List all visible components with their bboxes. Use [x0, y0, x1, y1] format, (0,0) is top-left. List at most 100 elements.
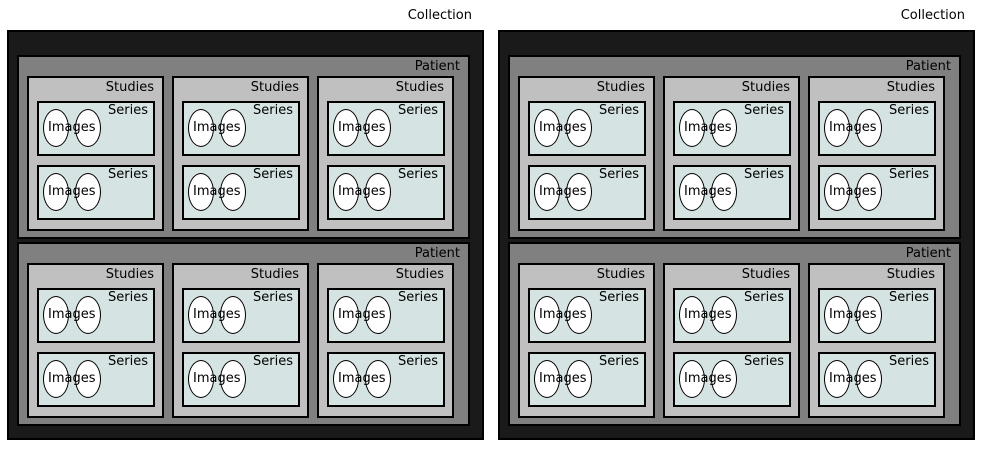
series-label: Series [744, 103, 784, 118]
studies-label: Studies [596, 267, 645, 282]
image-ellipse [333, 109, 359, 147]
images-label: Images [829, 371, 877, 386]
image-ellipse [711, 296, 737, 334]
patient-label: Patient [414, 246, 460, 261]
images-label: Images [684, 307, 732, 322]
image-ellipse [365, 360, 391, 398]
studies-label: Studies [105, 267, 154, 282]
images-label: Images [684, 371, 732, 386]
image-ellipse [679, 173, 705, 211]
image-ellipse [566, 360, 592, 398]
collection-label: Collection [407, 8, 472, 23]
images-label: Images [48, 371, 96, 386]
series-label: Series [599, 103, 639, 118]
studies-label: Studies [250, 80, 299, 95]
patient-label: Patient [414, 59, 460, 74]
images-label: Images [539, 184, 587, 199]
series-label: Series [744, 290, 784, 305]
patient-label: Patient [905, 246, 951, 261]
image-ellipse [43, 173, 69, 211]
image-ellipse [333, 296, 359, 334]
studies-label: Studies [886, 80, 935, 95]
series-label: Series [599, 167, 639, 182]
image-ellipse [534, 360, 560, 398]
image-ellipse [534, 109, 560, 147]
studies-label: Studies [741, 80, 790, 95]
image-ellipse [566, 109, 592, 147]
images-label: Images [684, 120, 732, 135]
image-ellipse [43, 296, 69, 334]
series-label: Series [398, 290, 438, 305]
series-label: Series [889, 290, 929, 305]
image-ellipse [220, 173, 246, 211]
series-label: Series [889, 167, 929, 182]
images-label: Images [829, 184, 877, 199]
studies-label: Studies [250, 267, 299, 282]
image-ellipse [365, 296, 391, 334]
images-label: Images [193, 371, 241, 386]
series-label: Series [599, 290, 639, 305]
image-ellipse [188, 360, 214, 398]
images-label: Images [48, 184, 96, 199]
image-ellipse [824, 173, 850, 211]
images-label: Images [48, 120, 96, 135]
images-label: Images [338, 371, 386, 386]
images-label: Images [539, 307, 587, 322]
series-label: Series [398, 103, 438, 118]
patient-label: Patient [905, 59, 951, 74]
image-ellipse [220, 109, 246, 147]
series-label: Series [889, 354, 929, 369]
studies-label: Studies [105, 80, 154, 95]
image-ellipse [566, 173, 592, 211]
image-ellipse [43, 109, 69, 147]
image-ellipse [75, 173, 101, 211]
images-label: Images [539, 371, 587, 386]
images-label: Images [684, 184, 732, 199]
image-ellipse [824, 360, 850, 398]
collection-label: Collection [900, 8, 965, 23]
image-ellipse [188, 296, 214, 334]
images-label: Images [829, 307, 877, 322]
series-label: Series [889, 103, 929, 118]
images-label: Images [829, 120, 877, 135]
images-label: Images [193, 120, 241, 135]
image-ellipse [75, 360, 101, 398]
series-label: Series [253, 290, 293, 305]
studies-label: Studies [596, 80, 645, 95]
image-ellipse [856, 109, 882, 147]
image-ellipse [711, 109, 737, 147]
image-ellipse [43, 360, 69, 398]
studies-label: Studies [395, 267, 444, 282]
image-ellipse [220, 360, 246, 398]
